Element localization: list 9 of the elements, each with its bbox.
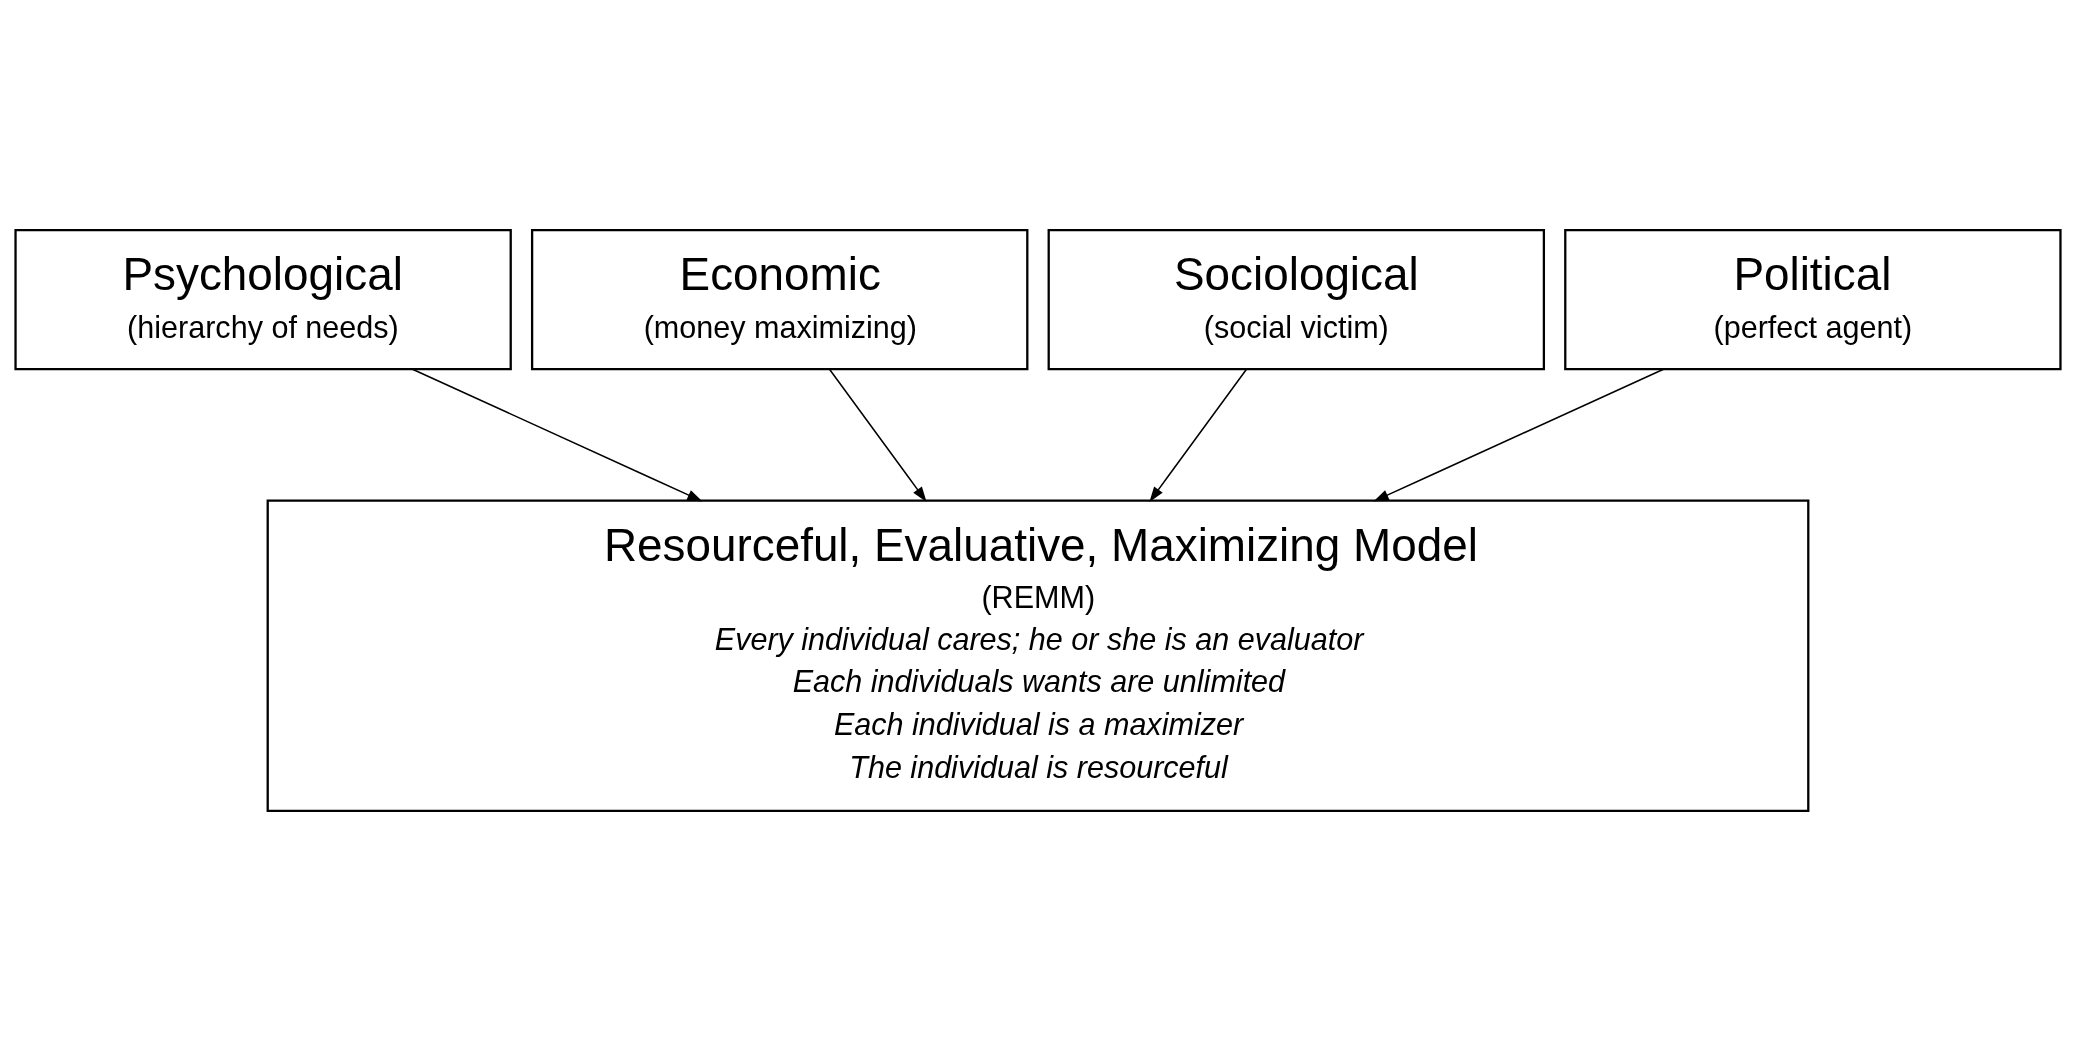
node-box: Psychological (hierarchy of needs) <box>14 228 512 371</box>
node-box: Sociological (social victim) <box>1047 228 1546 371</box>
node-box: Resourceful, Evaluative, Maximizing Model (REMM) Every individual cares; he or she is an evaluator Each individuals wants are unlimited Each individual is a maximizer The individual is resourceful <box>266 499 1810 813</box>
node-box: Economic (money maximizing) <box>530 228 1029 371</box>
node-box: Political (perfect agent) <box>1564 228 2062 371</box>
arrow <box>1149 368 1248 502</box>
arrow <box>828 368 927 502</box>
arrow <box>1373 368 1665 502</box>
arrow <box>411 368 703 502</box>
